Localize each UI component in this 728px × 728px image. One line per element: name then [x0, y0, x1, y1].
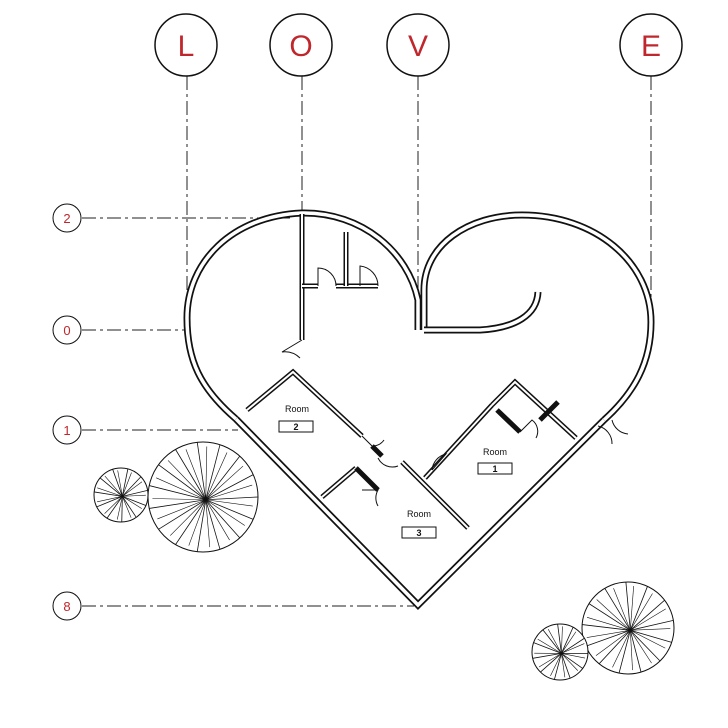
tree-large-left-icon: [147, 441, 259, 553]
level-label-2: 2: [63, 211, 70, 226]
tree-small-left-icon: [93, 467, 149, 523]
grid-label-o: O: [289, 30, 312, 63]
door-swing-closet-2: [359, 265, 379, 287]
room-name-2: Room: [285, 404, 309, 414]
grid-bubble-l: L: [154, 13, 218, 77]
grid-label-e: E: [641, 30, 661, 63]
tree-small-right-icon: [531, 623, 589, 681]
level-bubble-2: 2: [52, 203, 82, 233]
level-label-1: 1: [63, 423, 70, 438]
door-swing-center: [377, 457, 399, 468]
room-name-3: Room: [407, 509, 431, 519]
grid-bubble-v: V: [386, 13, 450, 77]
grid-bubble-e: E: [619, 13, 683, 77]
interior-walls: [245, 214, 578, 530]
room-tag-2: Room 2: [278, 404, 314, 433]
door-swing-closet: [317, 267, 337, 287]
grid-lines: [82, 76, 652, 607]
tree-large-right-icon: [581, 581, 675, 675]
level-bubble-0: 0: [52, 315, 82, 345]
grid-label-v: V: [408, 30, 428, 63]
level-bubbles: 2 0 1 8: [52, 203, 82, 621]
level-bubble-1: 1: [52, 415, 82, 445]
door-swing-room2: [361, 435, 385, 447]
grid-column-bubbles: L O V E: [154, 13, 683, 77]
room-tag-1: Room 1: [477, 447, 513, 475]
room-name-1: Room: [483, 447, 507, 457]
exterior-walls: [183, 209, 655, 610]
level-label-8: 8: [63, 599, 70, 614]
room-tag-3: Room 3: [401, 509, 437, 539]
grid-bubble-o: O: [269, 13, 333, 77]
doors: [281, 265, 629, 507]
grid-label-l: L: [178, 30, 195, 63]
door-swing-room3: [362, 489, 379, 507]
level-label-0: 0: [63, 323, 70, 338]
trees: [93, 441, 675, 681]
door-swing-hall: [281, 339, 303, 359]
room-number-2: 2: [293, 422, 298, 432]
room-number-1: 1: [492, 464, 497, 474]
level-bubble-8: 8: [52, 591, 82, 621]
door-swing-closet-1: [519, 419, 539, 439]
room-number-3: 3: [416, 528, 421, 538]
door-swing-room1: [431, 453, 448, 471]
door-swing-exterior: [597, 419, 629, 445]
